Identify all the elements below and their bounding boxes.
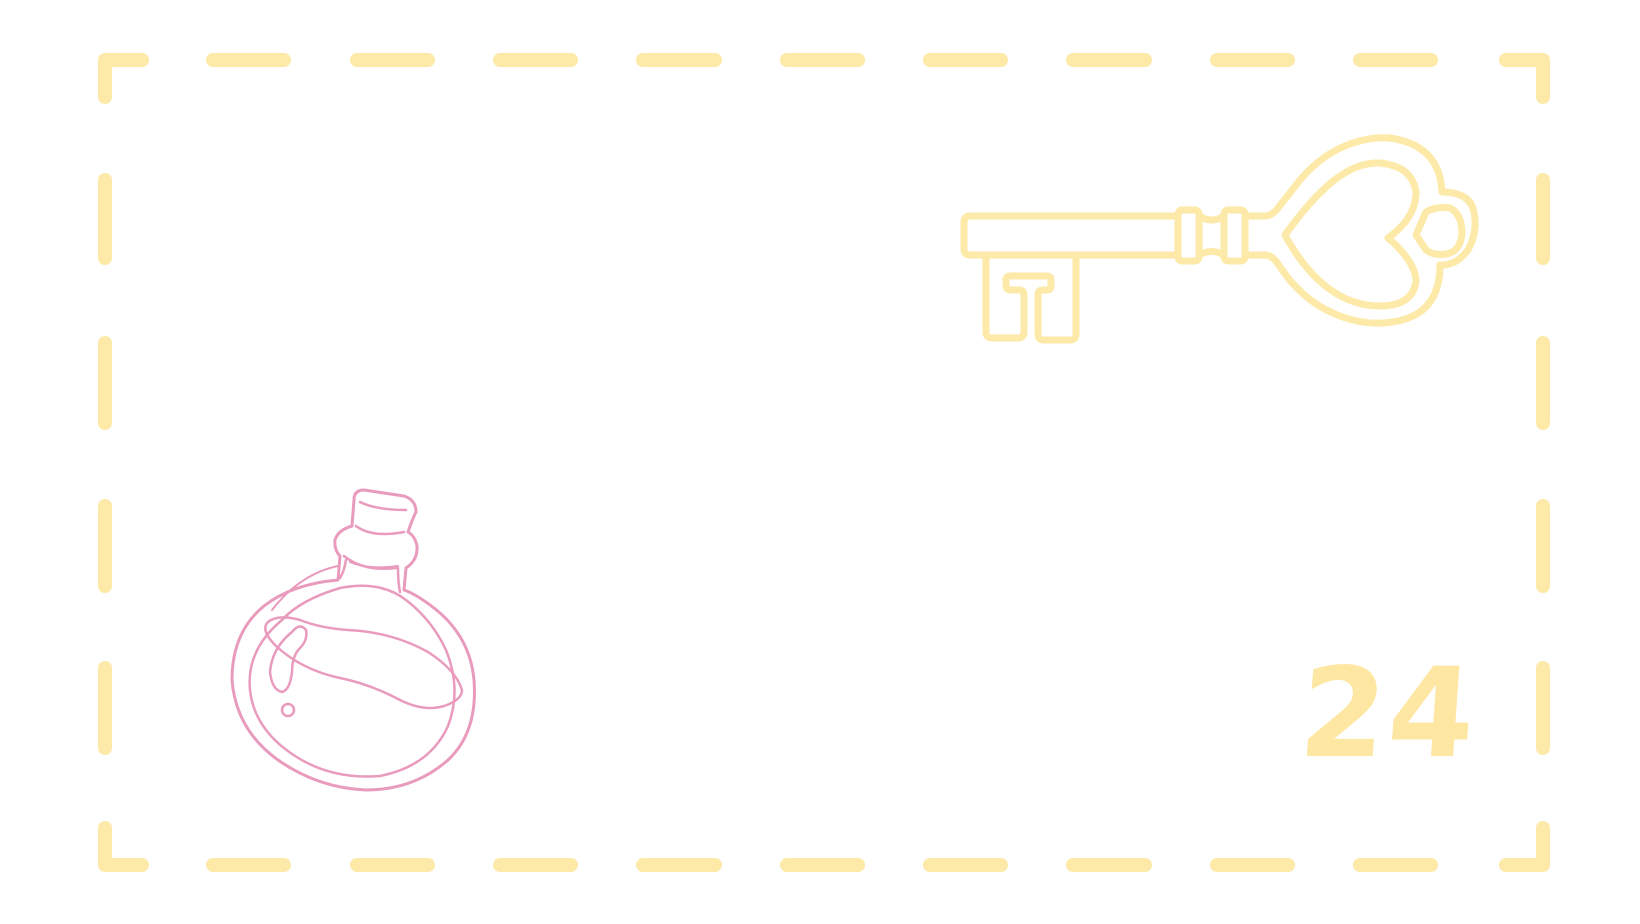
border-corner-bottom-left: [98, 821, 149, 872]
border-corner-top-right: [1499, 53, 1550, 104]
heart-key-icon: [960, 134, 1479, 344]
border-corner-top-left: [98, 53, 149, 104]
page-number: 24: [1294, 642, 1482, 786]
border-corner-bottom-right: [1499, 821, 1550, 872]
dashed-border: [98, 53, 1550, 872]
potion-bottle-icon: [230, 488, 476, 792]
